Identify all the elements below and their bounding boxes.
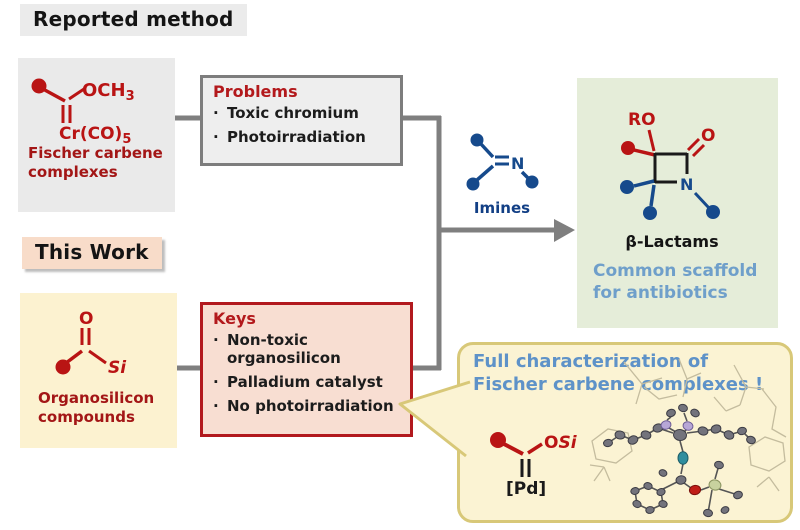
- double-bond: [691, 143, 706, 158]
- nitrogen-label: N: [511, 154, 524, 173]
- bond: [693, 191, 711, 210]
- bond: [475, 164, 495, 182]
- reported-method-header: Reported method: [20, 4, 247, 36]
- callout-title-line1: Full characterization of: [473, 351, 709, 372]
- imines-label: Imines: [473, 199, 531, 217]
- nitrogen-atom: [682, 421, 694, 431]
- substituent-dot: [525, 175, 539, 189]
- beta-lactam-box: RO O N β-Lactams Common scaffold for ant…: [577, 78, 778, 328]
- callout-title: Full characterization of Fischer carbene…: [473, 350, 790, 396]
- keys-item-3: · No photoirradiation: [213, 397, 404, 415]
- bond: [68, 87, 85, 101]
- osi-label: OSi: [544, 433, 578, 453]
- reaction-arrow-head-icon: [554, 219, 575, 242]
- bond: [633, 148, 656, 157]
- keys-item-2: · Palladium catalyst: [213, 373, 404, 391]
- problems-item-2: · Photoirradiation: [213, 128, 394, 146]
- bond: [42, 87, 66, 103]
- problems-item-2-text: Photoirradiation: [227, 128, 366, 146]
- bond: [527, 442, 543, 455]
- organosilicon-label-line1: Organosilicon: [38, 389, 155, 407]
- problems-box: Problems · Toxic chromium · Photoirradia…: [200, 75, 403, 166]
- crco5-label: Cr(CO)5: [59, 124, 131, 144]
- substituent-dot: [55, 359, 71, 375]
- keys-item-1-text: Non-toxic organosilicon: [227, 331, 341, 367]
- this-work-title: This Work: [35, 240, 149, 264]
- organosilicon-structure: O Si: [55, 309, 127, 378]
- bond: [501, 441, 524, 456]
- green-caption-line1: Common scaffold: [593, 261, 758, 281]
- bullet-dot: ·: [213, 128, 219, 146]
- organosilicon-label: Organosilicon compounds: [38, 389, 177, 427]
- keys-item-3-text: No photoirradiation: [227, 397, 394, 415]
- crystal-structure-ortep: [589, 358, 787, 518]
- imine-structure: N: [466, 133, 539, 191]
- keys-item-2-text: Palladium catalyst: [227, 373, 383, 391]
- organosilicon-label-line2: compounds: [38, 408, 135, 426]
- ortep-wireframe: [589, 358, 787, 492]
- fischer-carbene-box: OCH3 Cr(CO)5 Fischer carbene complexes: [18, 58, 175, 212]
- this-work-header: This Work: [22, 237, 162, 269]
- substituent-dot: [706, 205, 720, 219]
- fischer-label-line2: complexes: [28, 163, 118, 181]
- ortep-ellipsoids: [603, 403, 756, 518]
- substituent-dot: [621, 141, 635, 155]
- problems-item-1-text: Toxic chromium: [227, 104, 359, 122]
- keys-title: Keys: [213, 309, 256, 328]
- callout-title-line2: Fischer carbene complexes !: [473, 374, 764, 395]
- double-bond: [686, 137, 701, 152]
- beta-lactams-label: β-Lactams: [625, 232, 719, 251]
- pd-label: [Pd]: [506, 479, 546, 499]
- pd-carbene-structure: OSi [Pd]: [490, 432, 578, 499]
- substituent-dot: [643, 206, 657, 220]
- problems-title: Problems: [213, 82, 298, 101]
- keys-box: Keys · Non-toxic organosilicon · Palladi…: [200, 302, 413, 437]
- bond: [64, 349, 84, 365]
- beta-lactam-structure: RO O N: [620, 110, 720, 220]
- organosilicon-box: O Si Organosilicon compounds: [20, 293, 177, 448]
- bond: [633, 179, 655, 188]
- bond: [479, 142, 495, 159]
- silicon-label: Si: [108, 358, 127, 378]
- characterization-callout: Full characterization of Fischer carbene…: [457, 342, 793, 523]
- fischer-label-line1: Fischer carbene: [28, 144, 163, 162]
- bullet-dot: ·: [213, 331, 219, 349]
- bond: [649, 184, 656, 207]
- substituent-dot: [620, 180, 634, 194]
- metal-atom: [677, 451, 689, 465]
- fischer-carbene-structure: OCH3 Cr(CO)5: [31, 78, 135, 144]
- substituent-dot: [470, 133, 484, 147]
- bond: [88, 349, 107, 365]
- bond: [647, 129, 656, 152]
- keys-item-1: · Non-toxic organosilicon: [213, 331, 404, 367]
- green-caption-line2: for antibiotics: [593, 283, 728, 303]
- green-caption: Common scaffold for antibiotics: [593, 260, 778, 304]
- ro-label: RO: [628, 110, 656, 130]
- fischer-label: Fischer carbene complexes: [28, 144, 175, 182]
- bullet-dot: ·: [213, 397, 219, 415]
- reported-method-title: Reported method: [33, 7, 234, 31]
- bullet-dot: ·: [213, 104, 219, 122]
- problems-item-1: · Toxic chromium: [213, 104, 394, 122]
- nitrogen-atom: [660, 420, 672, 430]
- oxygen-atom: [688, 484, 702, 496]
- och3-label: OCH3: [82, 80, 135, 104]
- carbonyl-oxygen-label: O: [701, 126, 715, 146]
- silicon-atom: [708, 479, 722, 491]
- substituent-dot: [466, 177, 480, 191]
- bullet-dot: ·: [213, 373, 219, 391]
- ring-nitrogen-label: N: [680, 175, 693, 194]
- oxygen-label: O: [79, 309, 93, 329]
